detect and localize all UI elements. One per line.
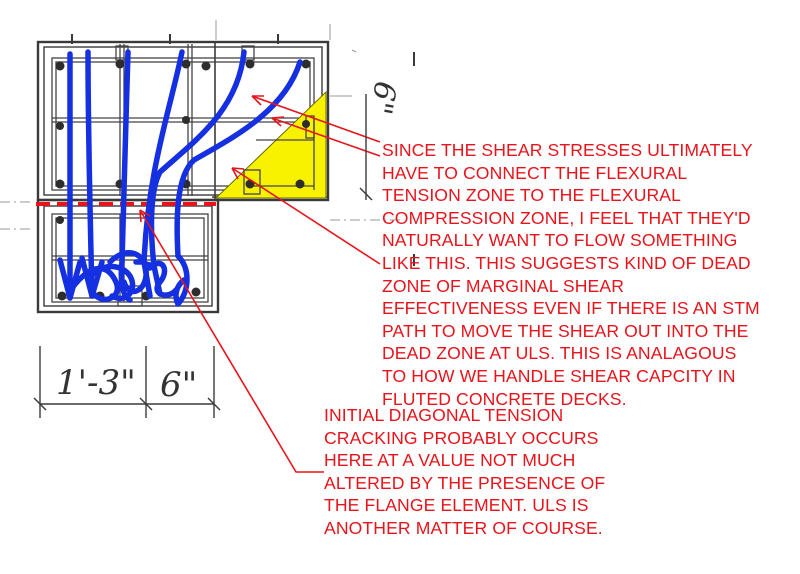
leader-lines: [139, 95, 381, 473]
leader-to-dead-zone: [251, 95, 381, 143]
dimension-flange-depth: 6": [362, 79, 402, 117]
annotation-line: CRACKING PROBABLY OCCURS: [324, 427, 599, 448]
annotation-line: HERE AT A VALUE NOT MUCH: [324, 450, 576, 471]
dimension-web-width: 1'-3": [56, 363, 136, 403]
cracking-annotation: INITIAL DIAGONAL TENSION CRACKING PROBAB…: [324, 404, 605, 540]
annotation-line: COMPRESSION ZONE, I FEEL THAT THEY'D: [382, 207, 751, 228]
annotation-line: ZONE OF MARGINAL SHEAR: [382, 275, 625, 296]
shear-flow-line-4: [141, 49, 185, 265]
annotation-line: INITIAL DIAGONAL TENSION: [324, 405, 564, 425]
annotation-line: LIKE THIS. THIS SUGGESTS KIND OF DEAD: [382, 252, 751, 273]
leader-to-triangle: [271, 117, 381, 157]
annotation-line: TENSION ZONE TO THE FLEXURAL: [382, 185, 682, 206]
leader-to-crack: [139, 209, 324, 473]
annotation-line: ALTERED BY THE PRESENCE OF: [324, 472, 606, 493]
dimension-lines: [33, 94, 373, 418]
annotation-line: ANOTHER MATTER OF COURSE.: [324, 517, 603, 538]
annotation-line: EFFECTIVENESS EVEN IF THERE IS AN STM: [382, 298, 760, 319]
annotation-line: DEAD ZONE AT ULS. THIS IS ANALAGOUS: [382, 343, 737, 364]
annotation-line: NATURALLY WANT TO FLOW SOMETHING: [382, 230, 738, 251]
shear-flow-line-6: [174, 59, 303, 259]
annotation-line: SINCE THE SHEAR STRESSES ULTIMATELY: [382, 140, 753, 160]
annotation-line: PATH TO MOVE THE SHEAR OUT INTO THE: [382, 320, 749, 341]
leader-to-flange-bar: [231, 167, 381, 265]
shear-flow-paths: [57, 49, 303, 307]
top-ticks: [71, 34, 415, 266]
annotation-line: THE FLANGE ELEMENT. ULS IS: [324, 495, 589, 516]
shear-flow-annotation: SINCE THE SHEAR STRESSES ULTIMATELY HAVE…: [382, 139, 760, 410]
shear-flow-line-2: [85, 49, 95, 299]
dimension-flange-width: 6": [160, 365, 197, 405]
annotation-line: TO HOW WE HANDLE SHEAR CAPCITY IN: [382, 365, 736, 386]
annotation-line: HAVE TO CONNECT THE FLEXURAL: [382, 162, 688, 183]
annotation-line: FLUTED CONCRETE DECKS.: [382, 388, 627, 409]
construction-lines: [0, 20, 400, 230]
shear-flow-line-3: [118, 49, 133, 303]
